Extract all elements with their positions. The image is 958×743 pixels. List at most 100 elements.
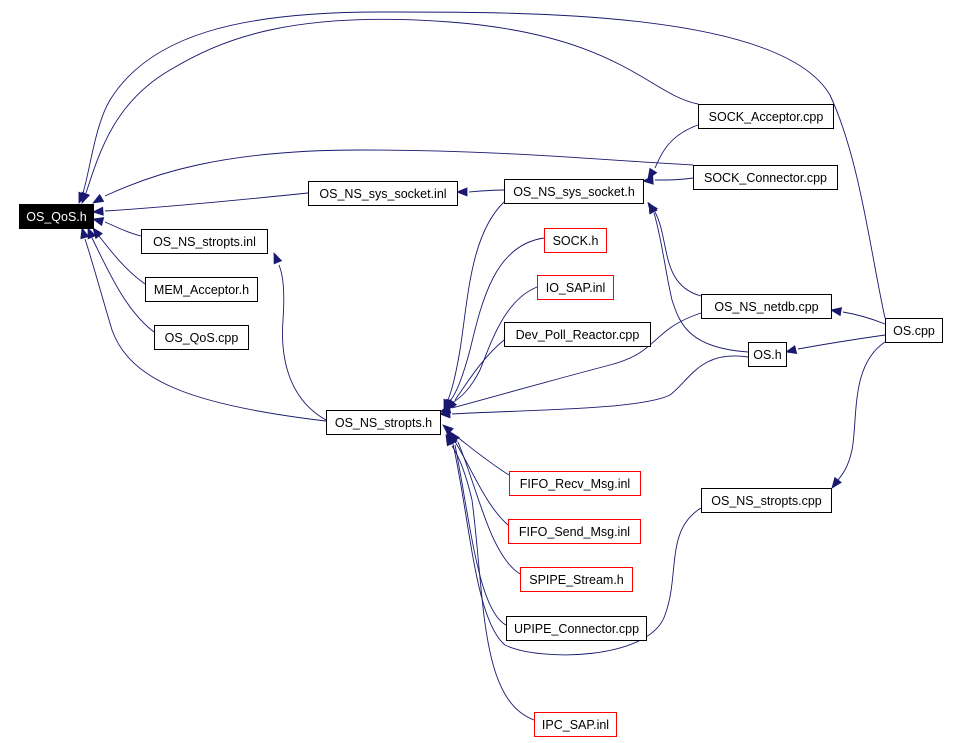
edge-arrowhead (91, 217, 105, 227)
node-box (326, 410, 441, 435)
node-sock-h[interactable]: SOCK.h (544, 228, 607, 253)
node-os-ns-netdb-cpp[interactable]: OS_NS_netdb.cpp (701, 294, 832, 319)
edge-line (454, 444, 507, 626)
edge-line (451, 445, 535, 721)
node-box (504, 322, 651, 347)
node-label: OS_NS_sys_socket.inl (319, 187, 446, 201)
edge-spipe_stream_h-to-os_ns_stropts_h (449, 431, 521, 575)
node-label: MEM_Acceptor.h (154, 283, 249, 297)
node-os-qos-h[interactable]: OS_QoS.h (19, 204, 94, 229)
edge-arrowhead (91, 206, 104, 216)
node-os-ns-stropts-cpp[interactable]: OS_NS_stropts.cpp (701, 488, 832, 513)
edge-arrowhead (648, 202, 658, 215)
edge-sock_acceptor_cpp-to-os_qos_h (81, 18, 699, 205)
node-label: IO_SAP.inl (546, 281, 606, 295)
edge-line (468, 189, 505, 193)
node-os-ns-stropts-inl[interactable]: OS_NS_stropts.inl (141, 229, 268, 254)
node-label: FIFO_Send_Msg.inl (519, 525, 630, 539)
edge-line (654, 211, 702, 297)
edge-layer (78, 11, 886, 721)
edge-os_h-to-os_ns_stropts_h (438, 355, 749, 419)
edge-os_cpp-to-os_ns_netdb_cpp (829, 307, 886, 325)
edge-line (84, 238, 327, 422)
node-os-ns-stropts-h[interactable]: OS_NS_stropts.h (326, 410, 441, 435)
node-label: OS_NS_stropts.inl (153, 235, 256, 249)
edge-line (104, 192, 309, 212)
edge-arrowhead (78, 191, 88, 205)
node-label: SPIPE_Stream.h (529, 573, 624, 587)
edge-line (452, 443, 702, 656)
edge-os_ns_sys_socket_h-to-os_ns_stropts_h (443, 201, 505, 412)
edge-line (457, 441, 521, 575)
node-os-ns-sys-socket-h[interactable]: OS_NS_sys_socket.h (504, 179, 644, 204)
edge-line (82, 11, 886, 319)
node-io-sap-inl[interactable]: IO_SAP.inl (537, 275, 614, 300)
node-fifo-recv-msg-inl[interactable]: FIFO_Recv_Msg.inl (509, 471, 641, 496)
edge-line (654, 177, 694, 181)
edge-io_sap_inl-to-os_ns_stropts_h (444, 286, 538, 411)
edge-line (453, 439, 509, 526)
node-mem-acceptor-h[interactable]: MEM_Acceptor.h (145, 277, 258, 302)
edge-line (451, 432, 510, 476)
node-upipe-connector-cpp[interactable]: UPIPE_Connector.cpp (506, 616, 647, 641)
edge-os_ns_stropts_inl-to-os_qos_h (91, 217, 142, 237)
node-box (748, 342, 787, 367)
edge-line (837, 341, 886, 481)
node-os-h[interactable]: OS.h (748, 342, 787, 367)
node-sock-connector-cpp[interactable]: SOCK_Connector.cpp (693, 165, 838, 190)
node-ipc-sap-inl[interactable]: IPC_SAP.inl (534, 712, 617, 737)
edge-line (278, 264, 327, 421)
edge-upipe_connector_cpp-to-os_ns_stropts_h (448, 433, 507, 626)
node-label: OS_NS_stropts.h (335, 416, 432, 430)
node-os-cpp[interactable]: OS.cpp (885, 318, 943, 343)
edge-line (98, 235, 146, 285)
node-dev-poll-reactor-cpp[interactable]: Dev_Poll_Reactor.cpp (504, 322, 651, 347)
edge-arrowhead (829, 307, 843, 317)
edge-os_h-to-os_ns_sys_socket_h (648, 202, 749, 353)
node-box (308, 181, 458, 206)
node-os-ns-sys-socket-inl[interactable]: OS_NS_sys_socket.inl (308, 181, 458, 206)
node-box (544, 228, 607, 253)
edge-sock_acceptor_cpp-to-os_ns_sys_socket_h (647, 124, 699, 180)
node-box (154, 325, 249, 350)
edge-line (654, 124, 699, 169)
node-label: Dev_Poll_Reactor.cpp (516, 328, 640, 342)
edge-line (451, 312, 702, 409)
node-fifo-send-msg-inl[interactable]: FIFO_Send_Msg.inl (508, 519, 641, 544)
edge-line (842, 311, 886, 325)
node-label: SOCK_Connector.cpp (704, 171, 827, 185)
node-label: OS_QoS.h (26, 210, 86, 224)
node-os-qos-cpp[interactable]: OS_QoS.cpp (154, 325, 249, 350)
edge-line (451, 286, 538, 404)
node-box (698, 104, 834, 129)
edge-os_ns_sys_socket_inl-to-os_qos_h (91, 192, 309, 216)
edge-line (454, 339, 505, 401)
node-box (520, 567, 633, 592)
node-label: IPC_SAP.inl (542, 718, 609, 732)
edge-arrowhead (80, 226, 90, 240)
node-label: OS.h (753, 348, 782, 362)
node-spipe-stream-h[interactable]: SPIPE_Stream.h (520, 567, 633, 592)
node-box (145, 277, 258, 302)
node-box (509, 471, 641, 496)
edge-arrowhead (647, 167, 658, 180)
node-box (534, 712, 617, 737)
edge-sock_connector_cpp-to-os_qos_h (92, 149, 694, 204)
node-label: FIFO_Recv_Msg.inl (520, 477, 630, 491)
node-box (701, 294, 832, 319)
edge-arrowhead (455, 187, 468, 197)
node-sock-acceptor-cpp[interactable]: SOCK_Acceptor.cpp (698, 104, 834, 129)
node-label: SOCK.h (553, 234, 599, 248)
node-box (701, 488, 832, 513)
edge-os_qos_cpp-to-os_qos_h (87, 227, 155, 333)
node-box (506, 616, 647, 641)
edge-fifo_send_msg_inl-to-os_ns_stropts_h (445, 429, 509, 526)
edge-os_ns_stropts_h-to-os_ns_stropts_inl (273, 252, 327, 421)
edge-fifo_recv_msg_inl-to-os_ns_stropts_h (442, 424, 510, 476)
edge-arrowhead (438, 409, 451, 419)
node-layer: OS_QoS.h OS_NS_sys_socket.inlOS_NS_stropt… (19, 104, 943, 737)
node-box (885, 318, 943, 343)
node-label: OS_QoS.cpp (165, 331, 239, 345)
edge-line (85, 18, 699, 194)
